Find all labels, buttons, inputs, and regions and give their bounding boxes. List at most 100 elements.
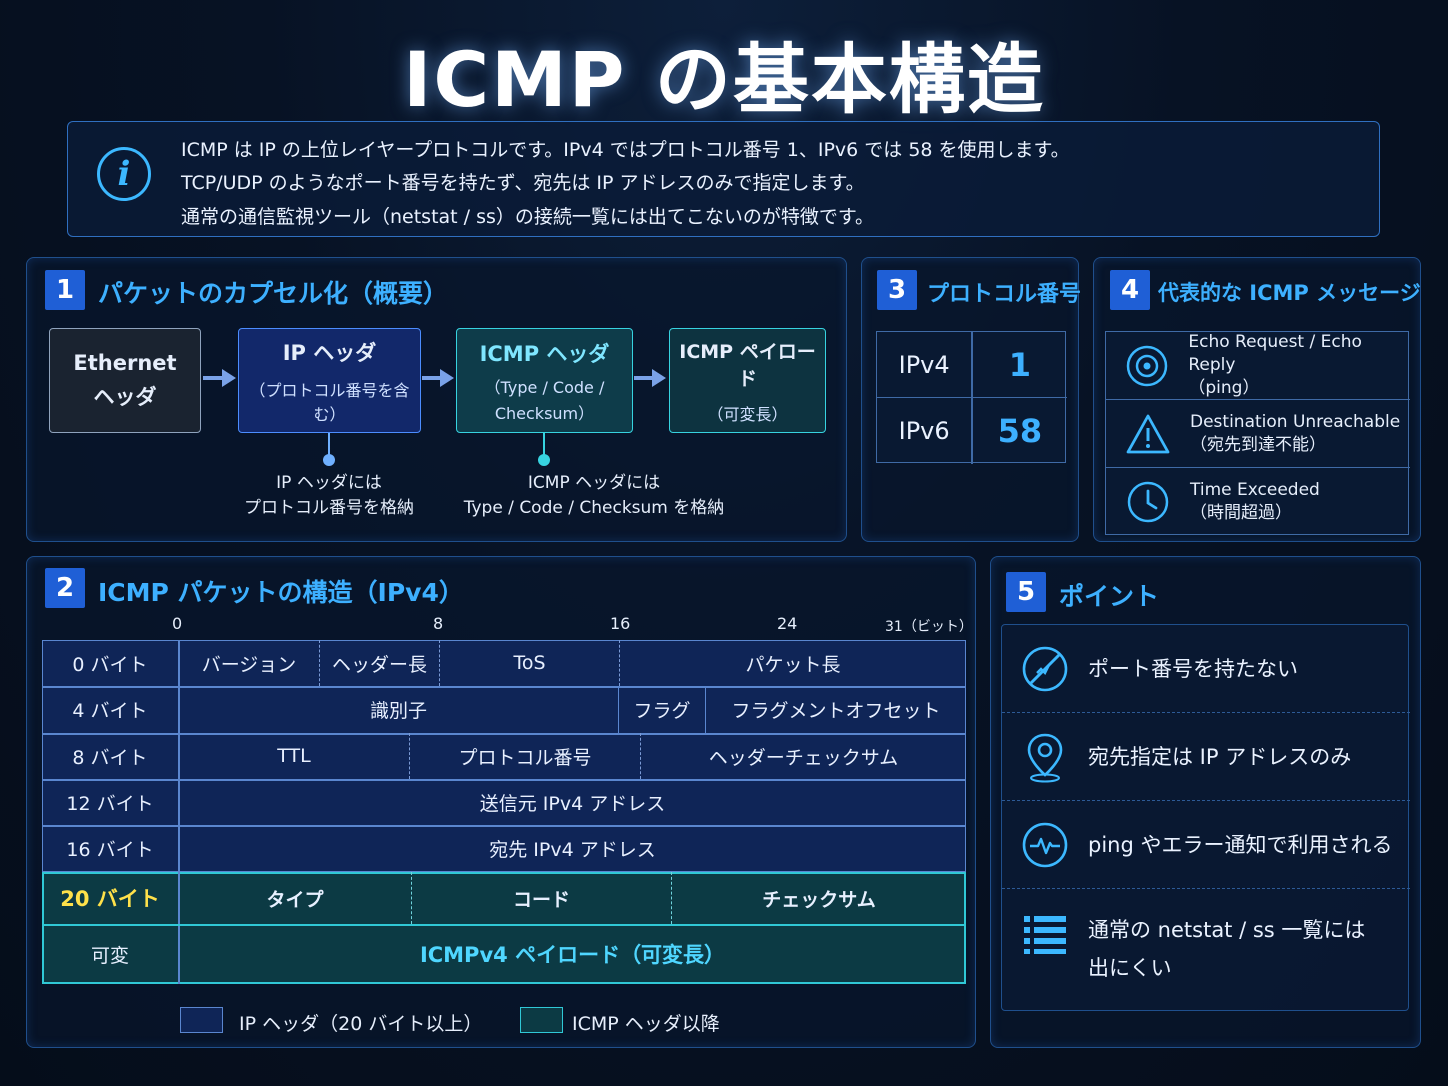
field-flags: フラグ xyxy=(633,700,691,722)
ethernet-header-box: Ethernet ヘッダ xyxy=(49,328,201,433)
row-separator xyxy=(42,733,966,735)
section-title-packet-structure: ICMP パケットの構造（IPv4） xyxy=(98,578,464,607)
field-separator xyxy=(671,872,672,924)
section-title-encapsulation: パケットのカプセル化（概要） xyxy=(98,279,449,308)
protocol-row-ipv6: IPv6 58 xyxy=(877,398,1067,464)
icmp-messages-list: Echo Request / Echo Reply（ping） Destinat… xyxy=(1105,331,1410,536)
bit-label: 24 xyxy=(777,614,798,633)
location-pin-icon xyxy=(1002,731,1088,783)
box-label: ヘッダ xyxy=(93,384,157,409)
row-offset: 4 バイト xyxy=(72,700,148,722)
field-source-address: 送信元 IPv4 アドレス xyxy=(479,792,666,815)
pulse-icon xyxy=(1002,821,1088,869)
note-line: Type / Code / Checksum を格納 xyxy=(463,498,725,518)
point-item: 宛先指定は IP アドレスのみ xyxy=(1002,713,1410,801)
target-icon xyxy=(1106,344,1188,388)
field-separator xyxy=(705,686,706,733)
field-version: バージョン xyxy=(201,653,297,676)
message-sub: （宛先到達不能） xyxy=(1190,434,1326,455)
note-line: IP ヘッダには xyxy=(276,473,382,493)
no-port-icon xyxy=(1002,645,1088,693)
warning-icon xyxy=(1106,413,1190,455)
point-text: ping やエラー通知で利用される xyxy=(1088,832,1393,857)
message-sub: （ping） xyxy=(1188,378,1260,398)
section-title-icmp-messages: 代表的な ICMP メッセージ xyxy=(1158,281,1421,305)
box-sublabel: （Type / Code / xyxy=(484,377,605,397)
arrow-right-icon xyxy=(222,369,236,387)
bit-label: 0 xyxy=(172,614,183,633)
field-separator xyxy=(618,686,619,733)
box-label: IP ヘッダ xyxy=(282,340,377,365)
field-icmp-payload: ICMPv4 ペイロード（可変長） xyxy=(419,943,726,967)
page-title: ICMP の基本構造 xyxy=(403,35,1045,124)
legend-swatch-icmp-header xyxy=(520,1007,563,1033)
message-row: Time Exceeded（時間超過） xyxy=(1106,468,1410,536)
row-offset: 8 バイト xyxy=(72,746,148,769)
connector-dot xyxy=(538,454,550,466)
field-header-checksum: ヘッダーチェックサム xyxy=(708,746,899,769)
arrow-line xyxy=(422,376,441,380)
info-line-1: ICMP は IP の上位レイヤープロトコルです。IPv4 ではプロトコル番号 … xyxy=(181,139,1070,161)
section-number-3: 3 xyxy=(877,270,917,310)
ip-header-box: IP ヘッダ （プロトコル番号を含む） xyxy=(238,328,421,433)
protocol-name: IPv6 xyxy=(898,417,950,445)
section-title-points: ポイント xyxy=(1059,582,1160,611)
field-separator xyxy=(409,733,410,779)
box-sublabel: Checksum） xyxy=(494,403,595,423)
connector-line xyxy=(543,433,545,459)
box-sublabel: （可変長） xyxy=(707,404,788,424)
field-separator xyxy=(640,733,641,779)
arrow-line xyxy=(634,376,653,380)
bit-label: 31（ビット） xyxy=(885,619,973,635)
arrow-right-icon xyxy=(440,369,454,387)
icmp-payload-box: ICMP ペイロード （可変長） xyxy=(669,328,826,433)
note-line: プロトコル番号を格納 xyxy=(244,498,414,518)
point-item: ping やエラー通知で利用される xyxy=(1002,801,1410,889)
connector-line xyxy=(328,433,330,459)
point-text: 出にくい xyxy=(1088,956,1172,980)
protocol-name: IPv4 xyxy=(898,350,950,379)
row-offset: 12 バイト xyxy=(66,792,154,815)
box-label: ICMP ヘッダ xyxy=(479,341,610,366)
bit-label: 8 xyxy=(433,614,444,633)
connector-dot xyxy=(323,454,335,466)
box-sublabel: （プロトコル番号を含む） xyxy=(249,380,410,424)
protocol-value: 1 xyxy=(1008,345,1031,384)
field-icmp-checksum: チェックサム xyxy=(762,888,876,911)
info-icon: i xyxy=(97,147,151,201)
field-icmp-code: コード xyxy=(512,888,570,911)
field-destination-address: 宛先 IPv4 アドレス xyxy=(489,839,656,861)
point-item: ポート番号を持たない xyxy=(1002,625,1410,713)
point-text: 通常の netstat / ss 一覧には xyxy=(1088,918,1366,942)
row-separator xyxy=(42,924,966,926)
field-tos: ToS xyxy=(513,652,546,674)
icmp-header-region xyxy=(42,872,966,984)
row-offset: 0 バイト xyxy=(72,653,148,676)
field-separator xyxy=(439,640,440,686)
box-label: ICMP ペイロード xyxy=(679,340,816,390)
field-separator xyxy=(319,640,320,686)
legend-label: ICMP ヘッダ以降 xyxy=(572,1013,720,1035)
ip-header-note: IP ヘッダには プロトコル番号を格納 xyxy=(214,471,444,521)
field-ttl: TTL xyxy=(277,745,311,767)
column-separator xyxy=(178,640,180,984)
field-protocol: プロトコル番号 xyxy=(458,746,592,769)
info-line-3: 通常の通信監視ツール（netstat / ss）の接続一覧には出てこないのが特徴… xyxy=(181,206,875,228)
field-separator xyxy=(619,640,620,686)
icmp-header-box: ICMP ヘッダ （Type / Code / Checksum） xyxy=(456,328,633,433)
row-separator xyxy=(42,686,966,688)
icmp-header-note: ICMP ヘッダには Type / Code / Checksum を格納 xyxy=(444,471,744,521)
row-separator xyxy=(42,825,966,827)
clock-icon xyxy=(1106,480,1190,524)
points-list: ポート番号を持たない 宛先指定は IP アドレスのみ ping やエラー通知で利… xyxy=(1001,624,1410,1011)
section-title-protocol-number: プロトコル番号 xyxy=(927,282,1082,307)
section-number-2: 2 xyxy=(45,568,85,608)
field-separator xyxy=(411,872,412,924)
message-name: Time Exceeded xyxy=(1190,480,1320,500)
arrow-line xyxy=(203,376,223,380)
field-identifier: 識別子 xyxy=(369,700,427,722)
point-text: 宛先指定は IP アドレスのみ xyxy=(1088,744,1352,769)
message-name: Destination Unreachable xyxy=(1190,411,1401,432)
row-offset: 16 バイト xyxy=(66,839,154,861)
message-row: Echo Request / Echo Reply（ping） xyxy=(1106,332,1410,400)
